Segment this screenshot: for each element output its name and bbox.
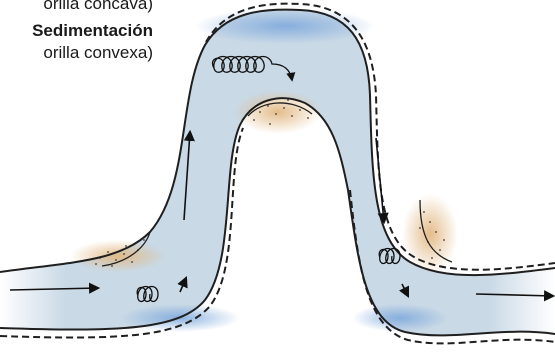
channel-end-fade: [0, 255, 555, 340]
erosion-detail-label: orilla cóncava): [43, 0, 153, 14]
sedimentation-title-label: Sedimentación: [32, 21, 153, 41]
sedimentation-detail-label: orilla convexa): [43, 43, 153, 63]
